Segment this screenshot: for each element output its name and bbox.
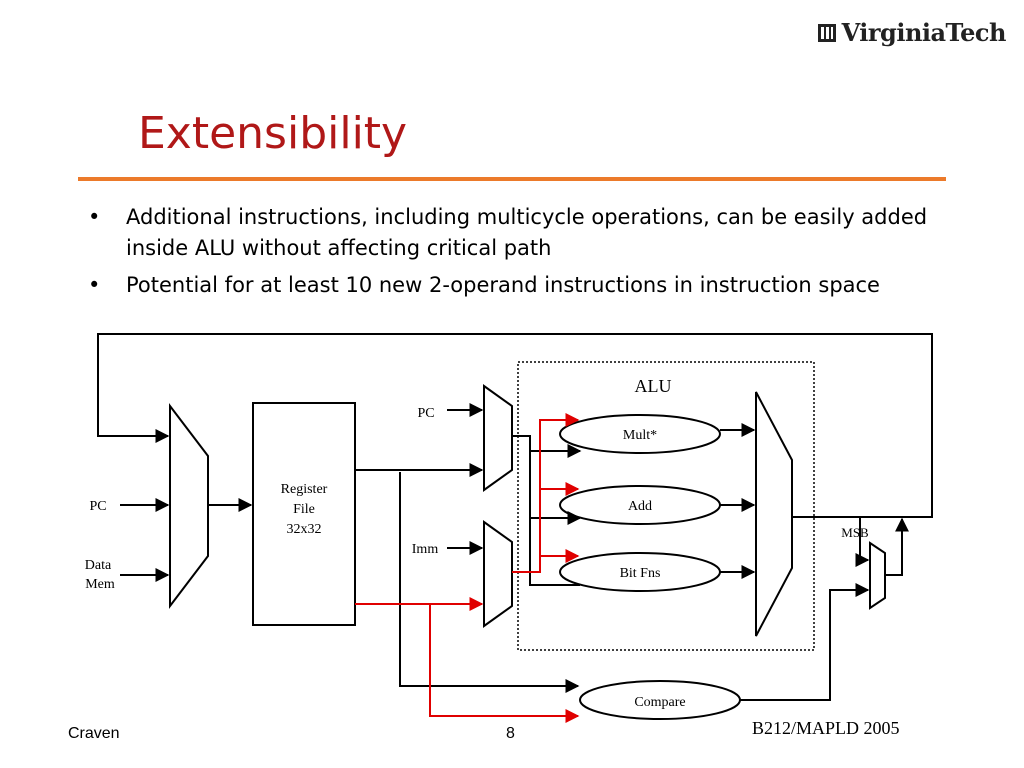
register-file-label: Register: [281, 482, 328, 497]
black-wires: [97, 333, 933, 701]
alu-output-mux: [755, 391, 793, 637]
bullet-item: Potential for at least 10 new 2-operand …: [86, 270, 956, 301]
mux-b-imm-label: Imm: [412, 542, 439, 557]
footer-event: B212/MAPLD 2005: [752, 718, 900, 738]
mult-unit-label: Mult*: [623, 428, 657, 443]
operand-mux-b: [483, 520, 513, 628]
mux-a-pc-label: PC: [417, 406, 434, 421]
add-unit-label: Add: [628, 499, 652, 514]
compare-unit-label: Compare: [634, 695, 685, 710]
bitfns-unit-label: Bit Fns: [620, 566, 661, 581]
msb-label: MSB: [841, 525, 869, 540]
data-mem-input-label: Mem: [85, 577, 115, 592]
logo-text: VirginiaTech: [841, 18, 1007, 47]
university-shield-icon: [817, 23, 836, 42]
register-file-label: 32x32: [287, 522, 322, 537]
virginia-tech-logo: VirginiaTech: [816, 18, 1007, 47]
mult-unit: [559, 414, 721, 454]
slide-title: Extensibility: [138, 108, 408, 159]
red-wires: [355, 413, 580, 723]
footer-author: Craven: [68, 725, 120, 742]
bullet-list: Additional instructions, including multi…: [86, 202, 956, 307]
title-underline: [78, 177, 946, 181]
alu-boundary: [517, 361, 815, 651]
data-mem-input-label: Data: [85, 558, 112, 573]
msb-mux: [869, 541, 886, 610]
input-mux: [169, 403, 209, 609]
pc-input-label: PC: [89, 499, 106, 514]
footer-page-number: 8: [506, 725, 515, 742]
bullet-item: Additional instructions, including multi…: [86, 202, 956, 264]
operand-mux-a: [483, 384, 513, 492]
register-file-label: File: [293, 502, 315, 517]
alu-label: ALU: [635, 376, 672, 396]
register-file: [252, 402, 356, 626]
